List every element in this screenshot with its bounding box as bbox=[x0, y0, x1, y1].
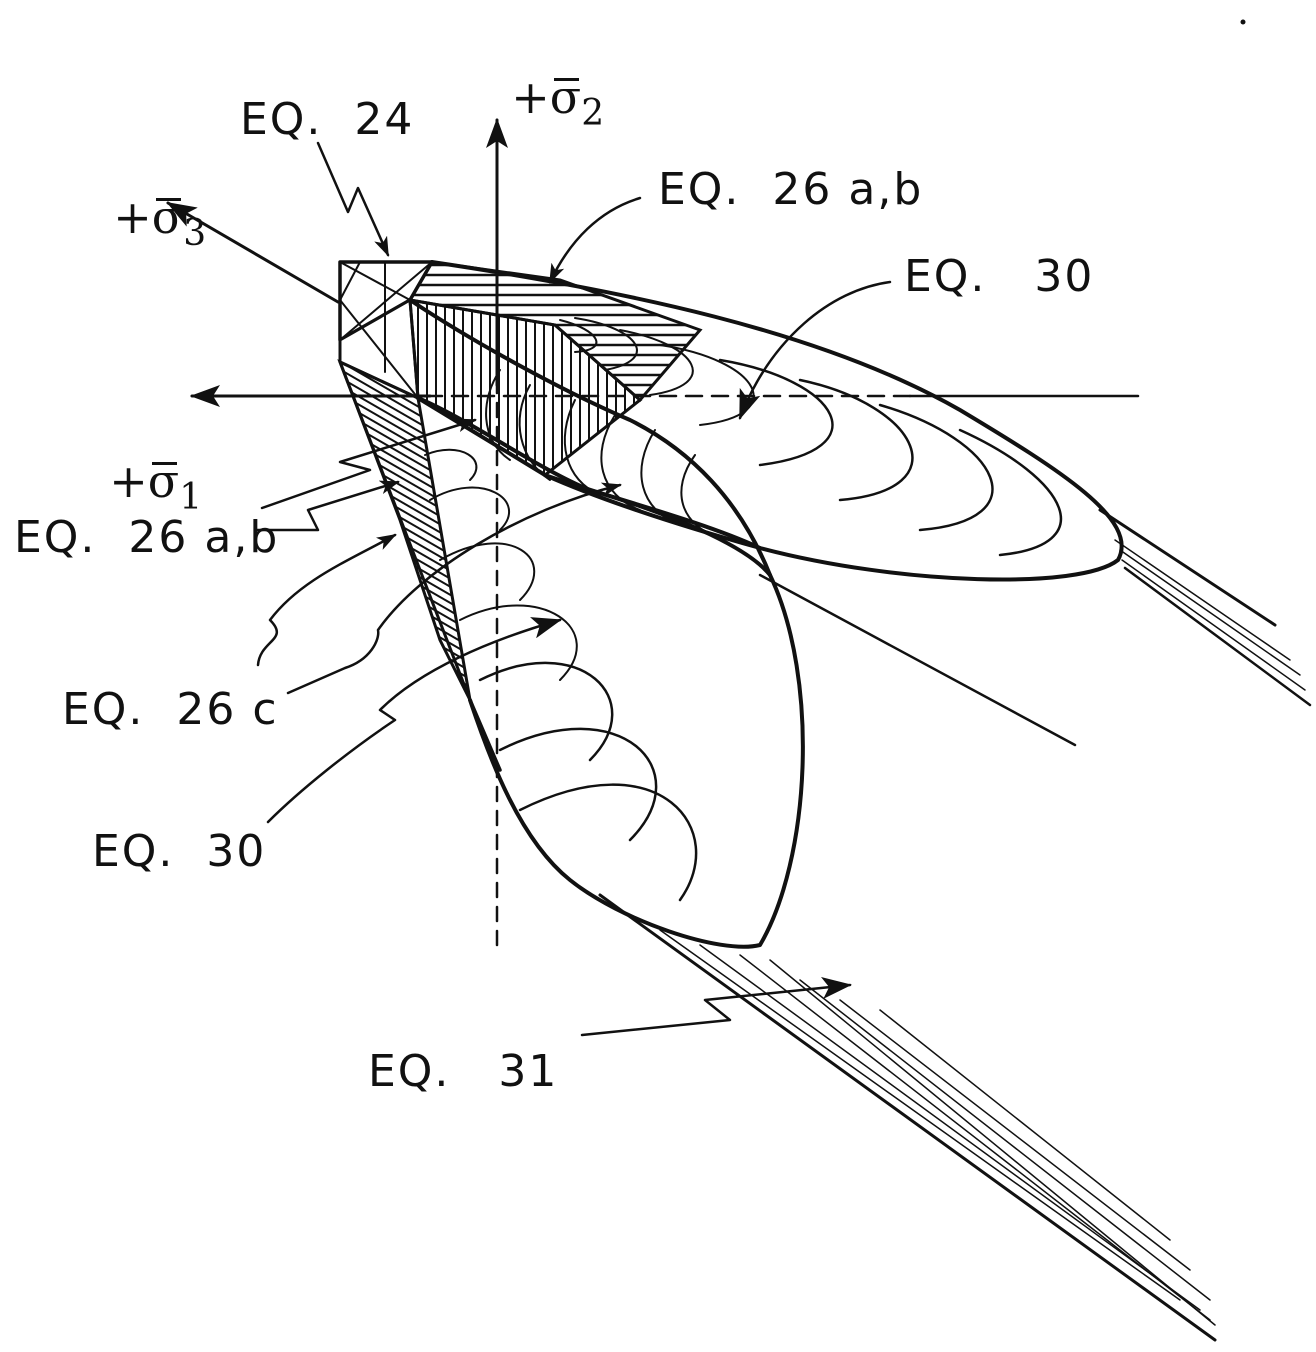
label-eq26c: EQ. 26 c bbox=[62, 684, 279, 735]
leader-eq26ab-left bbox=[253, 418, 477, 532]
leader-eq24 bbox=[316, 141, 390, 257]
sigma3-subscript: 3 bbox=[183, 213, 207, 254]
label-eq30-top: EQ. 30 bbox=[904, 251, 1095, 302]
sigma1-symbol: σ bbox=[147, 454, 180, 508]
hatched-strips bbox=[337, 260, 703, 772]
leader-eq30-bottom bbox=[266, 617, 562, 824]
sigma1-axis-label: +σ1 bbox=[80, 412, 202, 516]
label-eq30-bottom: EQ. 30 bbox=[92, 826, 267, 877]
sigma2-sign: + bbox=[511, 70, 550, 124]
label-eq24: EQ. 24 bbox=[240, 94, 415, 145]
label-eq26ab-top: EQ. 26 a,b bbox=[658, 164, 924, 215]
tip-facets bbox=[338, 260, 434, 400]
sigma3-symbol: σ bbox=[151, 190, 184, 244]
leader-eq26ab-top bbox=[548, 196, 642, 284]
leader-eq30-top bbox=[738, 280, 892, 420]
sigma3-sign: + bbox=[113, 190, 152, 244]
lower-lobe bbox=[416, 396, 805, 949]
leader-eq26c bbox=[256, 482, 622, 695]
label-eq31: EQ. 31 bbox=[368, 1046, 559, 1097]
sigma3-axis-label: +σ3 bbox=[84, 148, 206, 252]
speck bbox=[1240, 19, 1246, 25]
label-eq26ab-left: EQ. 26 a,b bbox=[14, 512, 280, 563]
leader-eq31 bbox=[580, 976, 852, 1037]
sigma2-subscript: 2 bbox=[581, 93, 605, 134]
ruled-surface-lower bbox=[598, 893, 1217, 1342]
sigma2-symbol: σ bbox=[549, 70, 582, 124]
sigma1-subscript: 1 bbox=[179, 477, 203, 518]
sigma1-sign: + bbox=[109, 454, 148, 508]
ruled-surface-upper bbox=[758, 508, 1312, 747]
sigma2-axis-label: +σ2 bbox=[482, 28, 604, 132]
sigma3-axis bbox=[166, 201, 340, 304]
